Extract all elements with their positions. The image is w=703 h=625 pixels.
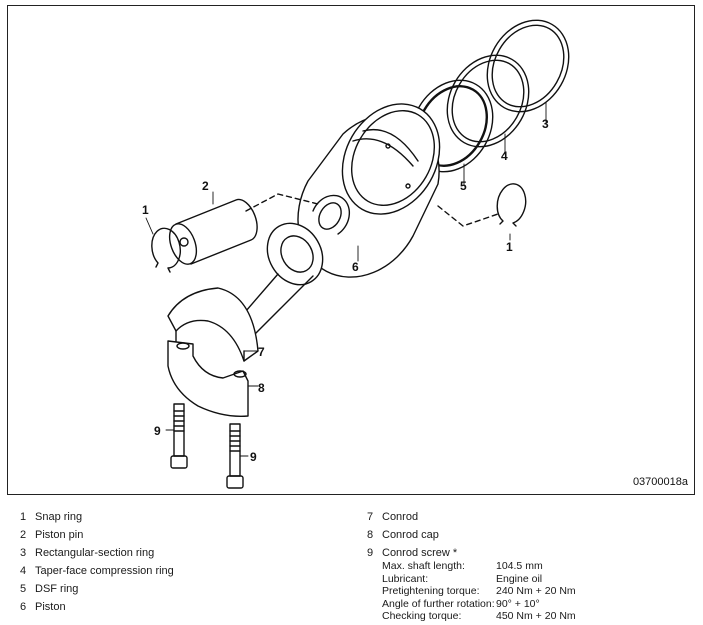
spec-row: Pretightening torque:240 Nm + 20 Nm [382,585,576,597]
legend-label: Conrod [382,511,419,523]
piston [297,103,441,278]
legend-label: Conrod cap [382,529,439,541]
spec-row: Checking torque:450 Nm + 20 Nm [382,610,576,622]
callout-1-right: 1 [506,240,513,254]
rectangular-section-ring [486,19,570,113]
legend-label: Taper-face compression ring [35,565,174,577]
legend-label: Conrod screw * [382,547,458,559]
callout-8: 8 [258,381,265,395]
callout-1-left: 1 [142,203,149,217]
conrod-screw-right [226,423,244,489]
piston-conrod-exploded-drawing: 1 2 3 4 5 1 6 7 8 9 9 [142,19,570,489]
legend-label: Rectangular-section ring [35,547,155,559]
snap-ring-left [151,227,181,273]
legend-label: Piston [35,601,66,613]
taper-face-compression-ring [446,54,530,148]
legend-label: Piston pin [35,529,84,541]
callout-4: 4 [501,149,508,163]
snap-ring-right [496,183,527,227]
exploded-view-frame: 1 2 3 4 5 1 6 7 8 9 9 03700018a [7,5,695,495]
callout-7: 7 [258,345,265,359]
callout-9-right: 9 [250,450,257,464]
legend-label: DSF ring [35,583,79,595]
callout-2: 2 [202,179,209,193]
alignment-line [245,193,499,227]
callout-6: 6 [352,260,359,274]
legend-label: Snap ring [35,511,83,523]
spec-row: Lubricant:Engine oil [382,572,543,585]
piston-pin [168,198,258,265]
leader-lines [145,101,547,457]
figure-id: 03700018a [632,476,688,488]
spec-row: Angle of further rotation:90° + 10° [382,597,540,610]
callout-9-left: 9 [154,424,161,438]
spec-row: Max. shaft length:104.5 mm [382,560,543,572]
callout-5: 5 [460,179,467,193]
conrod-screw-specs: Max. shaft length:104.5 mm Lubricant:Eng… [382,560,687,623]
conrod-cap [167,340,249,417]
callout-3: 3 [542,117,549,131]
conrod [167,222,324,362]
conrod-screw-left [170,403,188,469]
